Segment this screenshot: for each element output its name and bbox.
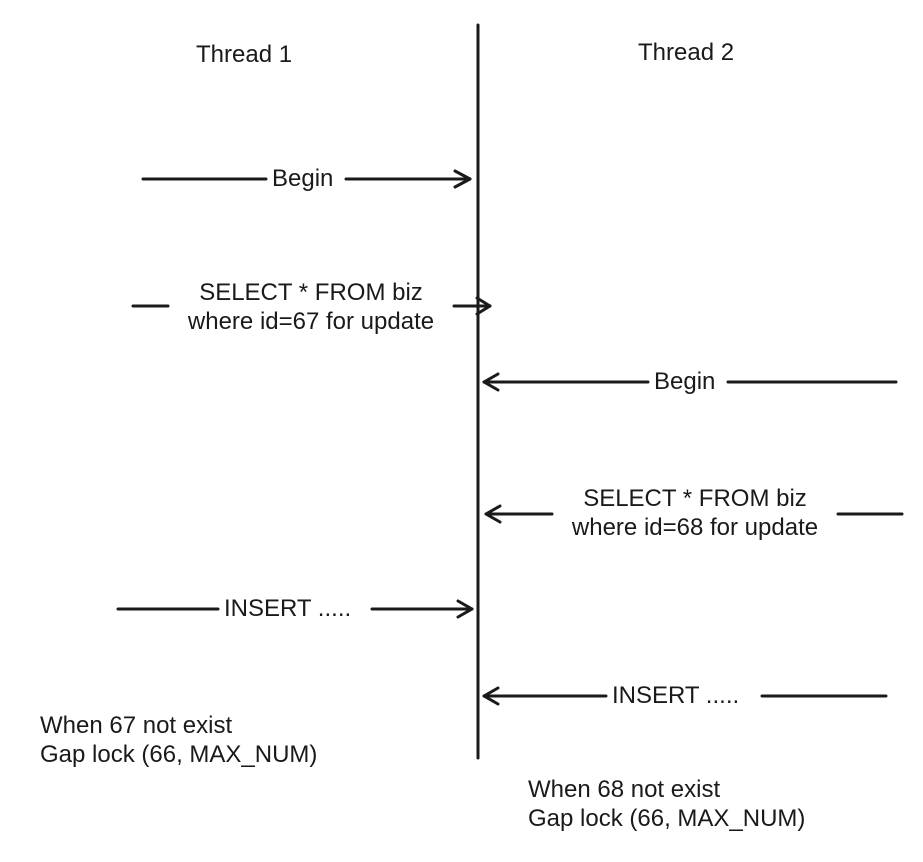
thread1-select-line2: where id=67 for update [187,308,435,335]
thread1-insert-label: INSERT ..... [224,595,352,622]
thread2-insert-arrow [482,686,888,706]
thread1-begin-label: Begin [272,165,334,192]
thread2-select-label: SELECT * FROM biz where id=68 for update [552,484,838,542]
thread1-header: Thread 1 [196,41,293,68]
thread1-insert-arrow [116,599,474,619]
thread1-begin-arrow [141,169,472,189]
thread1-note: When 67 not exist Gap lock (66, MAX_NUM) [40,711,317,769]
thread2-note-line2: Gap lock (66, MAX_NUM) [528,805,806,832]
thread2-header: Thread 2 [638,39,735,66]
thread1-select-line1: SELECT * FROM biz [199,279,423,306]
thread2-select-arrow [484,504,904,524]
thread2-note: When 68 not exist Gap lock (66, MAX_NUM) [528,775,805,833]
thread1-select-arrow [131,296,492,316]
thread2-note-line1: When 68 not exist [528,776,721,803]
thread2-select-line2: where id=68 for update [571,514,819,541]
thread2-insert-label: INSERT ..... [612,682,740,709]
thread1-note-line2: Gap lock (66, MAX_NUM) [40,741,318,768]
thread1-note-line1: When 67 not exist [40,712,233,739]
thread2-begin-label: Begin [654,368,716,395]
thread2-begin-arrow [482,372,898,392]
thread1-select-label: SELECT * FROM biz where id=67 for update [168,278,454,336]
thread2-select-line1: SELECT * FROM biz [583,485,807,512]
